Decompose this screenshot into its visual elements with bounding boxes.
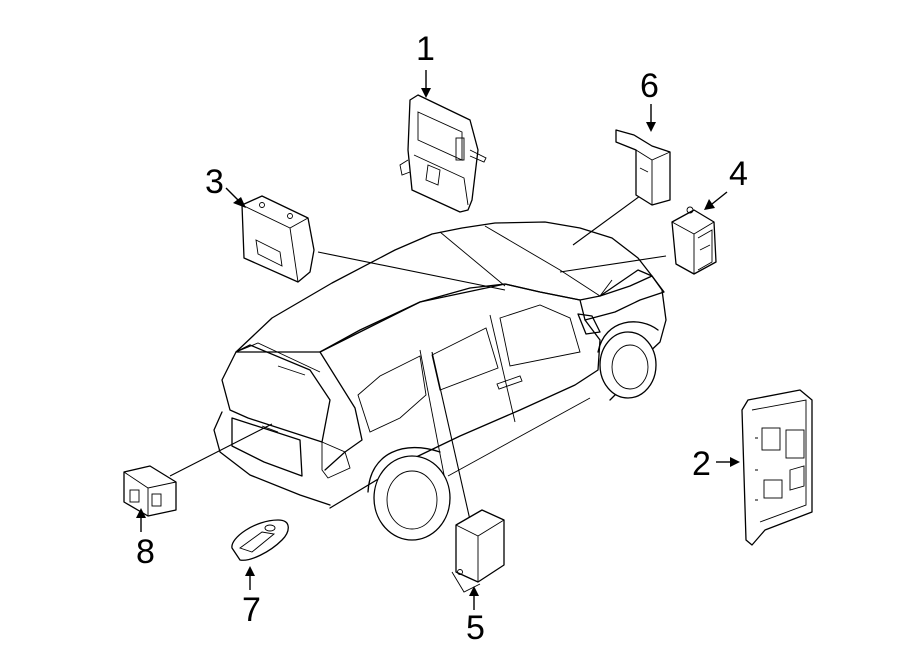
part-7-key-fob[interactable]: [231, 519, 289, 561]
part-4-relay[interactable]: [671, 206, 717, 275]
part-1-control-module[interactable]: [399, 94, 487, 213]
callout-6: 6: [640, 67, 659, 105]
callout-2: 2: [692, 445, 711, 483]
callout-labels: 1 2 3 4 5 6 7 8: [136, 30, 748, 647]
callout-4: 4: [729, 155, 748, 193]
part-8-relay[interactable]: [123, 465, 177, 517]
callout-3: 3: [205, 163, 224, 201]
part-3-control-module[interactable]: [241, 195, 315, 283]
callout-7: 7: [242, 591, 261, 629]
vehicle-minivan: [213, 221, 667, 541]
part-5-control-module[interactable]: [451, 509, 505, 593]
leader-lines: [169, 195, 667, 521]
part-6-bracket-module[interactable]: [615, 129, 671, 206]
part-2-junction-box[interactable]: [741, 389, 813, 546]
callout-arrows: [136, 70, 740, 610]
callout-1: 1: [416, 30, 435, 68]
callout-5: 5: [466, 609, 485, 647]
callout-8: 8: [136, 533, 155, 571]
